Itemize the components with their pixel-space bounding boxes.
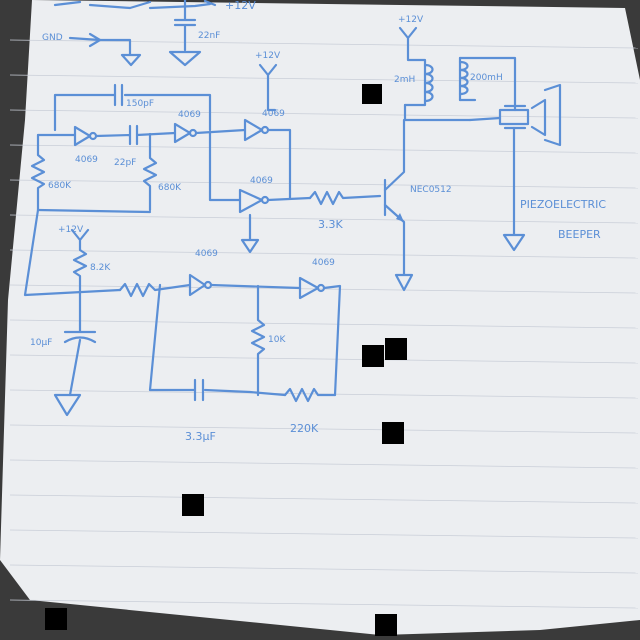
gate-4069-e-label: 4069 xyxy=(195,249,218,259)
cap-10uf-label: 10µF xyxy=(30,338,52,348)
buzzer-label: PIEZOELECTRIC xyxy=(520,198,606,211)
res-220k-label: 220K xyxy=(290,422,319,435)
cap-150pf-label: 150pF xyxy=(126,99,154,109)
cap-22nf-label: 22nF xyxy=(198,31,220,41)
output-stage: NEC0512 +12V 2mH 200mH PIEZOELECTRIC BEE… xyxy=(383,15,606,292)
res-680k-left-label: 680K xyxy=(48,181,72,191)
vcc-12v-mid-label: +12V xyxy=(255,51,281,61)
vcc-12v-right-label: +12V xyxy=(398,15,424,25)
res-8-2k-label: 8.2K xyxy=(90,263,111,273)
oscillator-bottom: +12V 8.2K 4069 3.3µF 4069 10K 220K 10µF … xyxy=(23,208,342,443)
res-680k-mid-label: 680K xyxy=(158,183,182,193)
gnd-left-label: GND xyxy=(42,33,63,43)
gate-4069-f-label: 4069 xyxy=(312,258,335,268)
top-power-strip: +12V 22nF GND xyxy=(42,0,256,67)
gate-4069-c-label: 4069 xyxy=(262,109,285,119)
cap-22pf-label: 22pF xyxy=(114,158,136,168)
photo-artifacts xyxy=(45,84,407,636)
buzzer-label-2: BEEPER xyxy=(558,228,601,241)
gate-4069-a-label: 4069 xyxy=(75,155,98,165)
ind-2mh-label: 2mH xyxy=(394,75,415,85)
top-12v-label: +12V xyxy=(225,0,256,12)
transistor-label: NEC0512 xyxy=(410,185,452,195)
res-3-3k-label: 3.3K xyxy=(318,218,343,231)
gate-4069-b-label: 4069 xyxy=(178,110,201,120)
res-10k-label: 10K xyxy=(268,335,286,345)
oscillator-top: 150pF 4069 22pF 4069 680K 680K +12V 4069… xyxy=(30,51,382,254)
ind-200mh-label: 200mH xyxy=(470,73,503,83)
gate-4069-d-label: 4069 xyxy=(250,176,273,186)
cap-3-3uf-label: 3.3µF xyxy=(185,430,216,443)
ruled-lines xyxy=(9,39,639,609)
